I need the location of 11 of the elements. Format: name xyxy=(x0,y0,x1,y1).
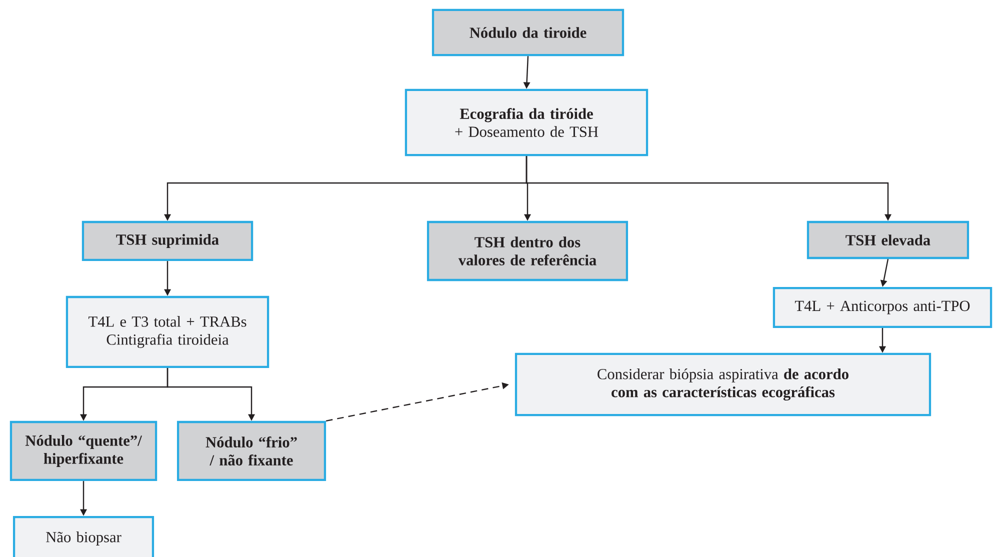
process-box: Ecografia da tiróide + Doseamento de TSH xyxy=(404,88,648,156)
heading-box: Nódulo “frio” / não fixante xyxy=(176,420,326,482)
process-box: T4L + Anticorpos anti-TPO xyxy=(772,286,992,328)
heading-box: TSH dentro dos valores de referência xyxy=(426,220,628,282)
heading-box: TSH elevada xyxy=(806,220,970,260)
heading-box: Nódulo “quente”/ hiperfixante xyxy=(10,420,158,482)
heading-box: Nódulo da tiroide xyxy=(432,8,624,56)
process-box: Considerar biópsia aspirativa de acordo com as características ecográficas xyxy=(514,352,932,416)
process-box: Não biopsar xyxy=(12,516,154,557)
process-box: T4L e T3 total + TRABs Cintigrafia tiroideia xyxy=(66,296,270,368)
heading-box: TSH suprimida xyxy=(82,220,254,262)
